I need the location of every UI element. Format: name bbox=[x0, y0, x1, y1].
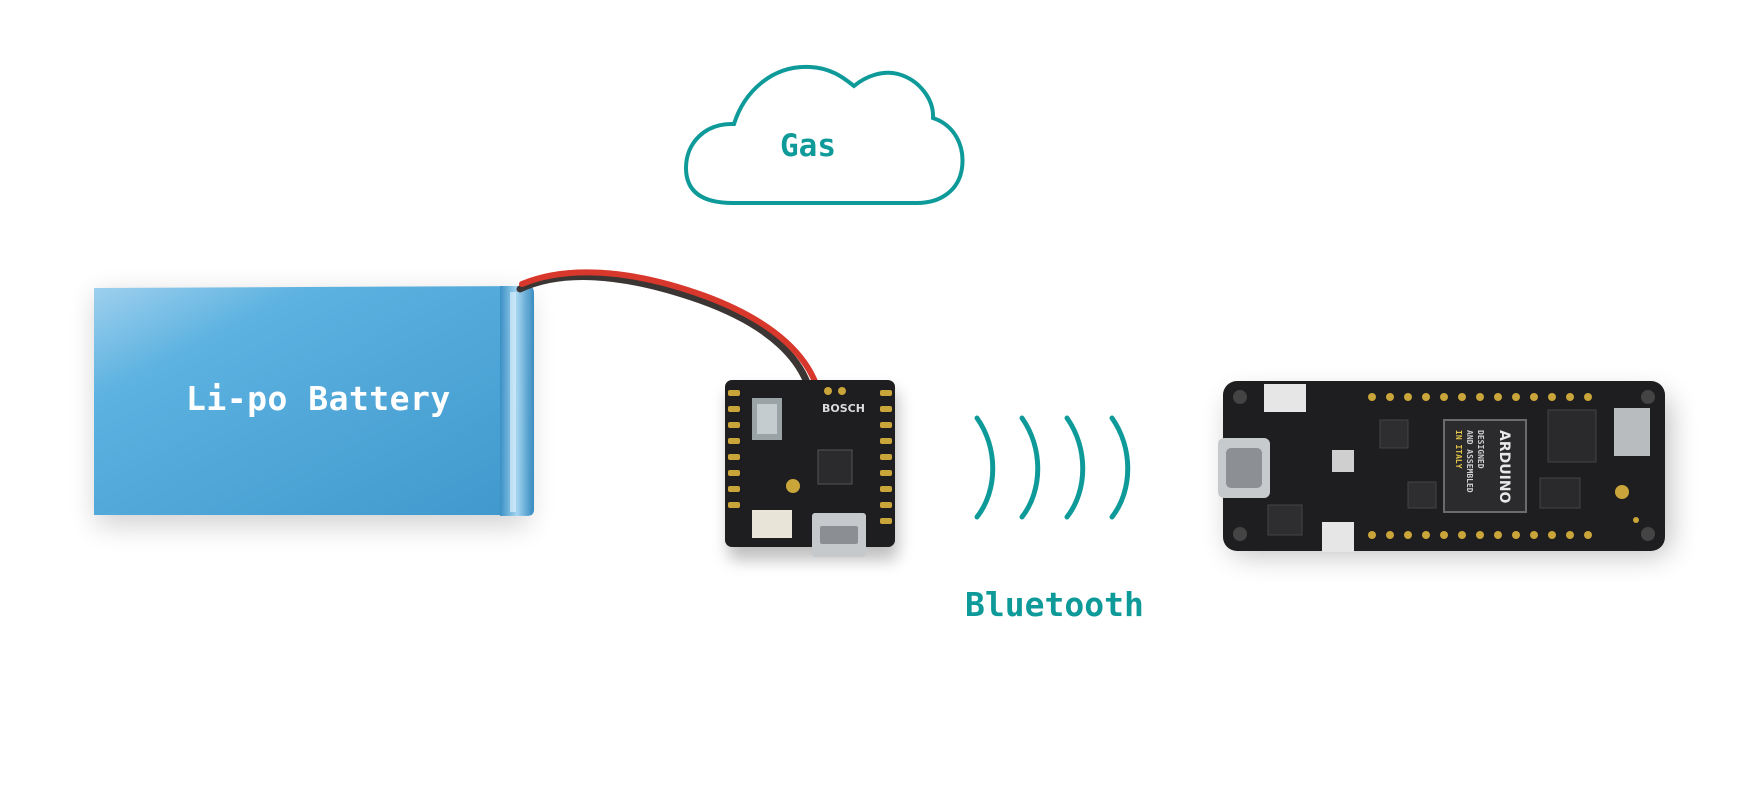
host-brand-text: ARDUINO bbox=[1496, 430, 1512, 504]
sensor-silkscreen: BOSCH bbox=[822, 402, 865, 415]
host-made-line2: AND ASSEMBLED bbox=[1465, 430, 1474, 493]
host-board: ARDUINO DESIGNED AND ASSEMBLED IN ITALY bbox=[1218, 381, 1670, 555]
host-made-line3: IN ITALY bbox=[1454, 430, 1463, 469]
sensor-board: BOSCH bbox=[725, 380, 898, 560]
battery-wires bbox=[516, 269, 823, 404]
cloud-icon bbox=[683, 64, 965, 205]
battery-label: Li-po Battery bbox=[186, 379, 451, 418]
host-made-line1: DESIGNED bbox=[1476, 430, 1485, 469]
lipo-battery bbox=[94, 286, 534, 525]
bluetooth-waves-icon bbox=[974, 415, 1131, 520]
gas-label: Gas bbox=[780, 128, 836, 164]
bluetooth-label: Bluetooth bbox=[965, 585, 1144, 624]
